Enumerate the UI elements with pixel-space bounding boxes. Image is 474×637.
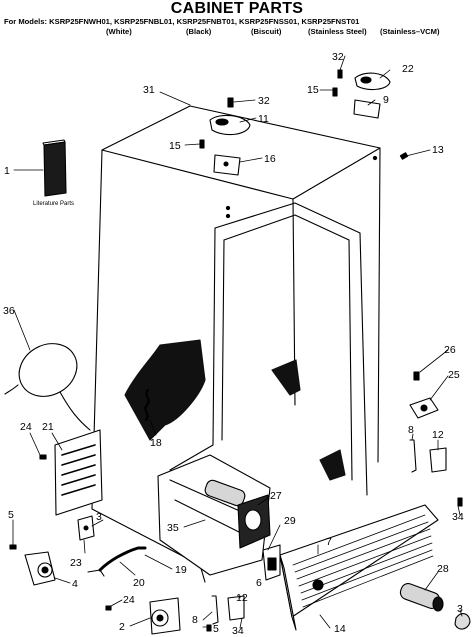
callout-27: 27 (270, 490, 282, 502)
callout-9: 9 (383, 94, 389, 106)
callout-32-mid: 32 (258, 95, 270, 107)
part-25-roller-bracket (409, 397, 439, 419)
callout-3-right: 3 (457, 603, 463, 615)
callout-14: 14 (334, 623, 346, 635)
callout-15-top: 15 (307, 84, 319, 96)
callout-22: 22 (402, 63, 414, 75)
callout-11: 11 (258, 113, 269, 125)
cabinet-shell (91, 105, 381, 583)
callout-3-left: 3 (96, 511, 102, 523)
callout-18: 18 (150, 437, 162, 449)
callout-31: 31 (143, 84, 155, 96)
callout-13: 13 (432, 144, 444, 156)
part-23-bracket (77, 515, 95, 541)
part-18-drain-tube (144, 388, 150, 422)
callout-23: 23 (70, 557, 82, 569)
callout-21: 21 (42, 421, 54, 433)
part-4-roller-left (24, 551, 56, 586)
callout-5-bottom: 5 (213, 623, 219, 635)
leader-lines (12, 55, 463, 629)
variant-black: (Black) (186, 27, 212, 36)
callout-34-right: 34 (452, 511, 464, 523)
callout-29: 29 (284, 515, 296, 527)
part-2-roller-front (149, 597, 181, 635)
part-9-hinge-bracket (353, 99, 381, 119)
callout-5-left: 5 (8, 509, 14, 521)
callout-labels: 32 22 15 9 31 32 11 13 1 15 16 36 26 25 … (3, 51, 464, 637)
part-21-rear-cover (54, 429, 103, 516)
callout-7: 7 (326, 536, 332, 548)
callout-24-bottom: 24 (123, 594, 135, 606)
page-title: CABINET PARTS (170, 0, 304, 17)
callout-12-bottom: 12 (236, 592, 248, 604)
callout-15-mid: 15 (169, 140, 181, 152)
callout-6: 6 (256, 577, 262, 589)
callout-20: 20 (133, 577, 145, 589)
callout-28: 28 (437, 563, 449, 575)
callout-25: 25 (448, 369, 460, 381)
variant-stainless-steel: (Stainless Steel) (308, 27, 367, 36)
callout-8-bottom: 8 (192, 614, 198, 626)
callout-24-left: 24 (20, 421, 32, 433)
part-29-bracket (262, 544, 281, 581)
callout-1: 1 (4, 165, 10, 177)
callout-4: 4 (72, 578, 78, 590)
part-11-hinge-cover (209, 114, 251, 136)
callout-36: 36 (3, 305, 15, 317)
callout-8-right: 8 (408, 424, 414, 436)
callout-16: 16 (264, 153, 276, 165)
part-36-power-cord (4, 343, 91, 431)
callout-32-top: 32 (332, 51, 344, 63)
callout-12-right: 12 (432, 429, 444, 441)
models-line: For Models: KSRP25FNWH01, KSRP25FNBL01, … (4, 17, 360, 26)
callout-34-bottom: 34 (232, 625, 244, 637)
callout-26: 26 (444, 344, 456, 356)
part-1-literature (42, 139, 67, 197)
callout-35: 35 (167, 522, 179, 534)
part-8-12-brackets-bottom (211, 595, 245, 625)
variant-biscuit: (Biscuit) (251, 27, 282, 36)
part-35-condenser (157, 454, 271, 576)
callout-19: 19 (175, 564, 187, 576)
literature-parts-label: Literature Parts (33, 201, 74, 207)
variant-stainless-vcm: (Stainless–VCM) (380, 27, 440, 36)
part-19-drain-tube (87, 546, 147, 577)
callout-2: 2 (119, 621, 125, 633)
part-3-cap (454, 613, 471, 630)
part-16-hinge-bracket (213, 154, 241, 176)
part-14-grille (279, 504, 439, 631)
part-28-tube (399, 583, 444, 612)
part-8-12-brackets-right (409, 439, 447, 473)
part-22-hinge-cover (354, 72, 391, 91)
variant-white: (White) (106, 27, 132, 36)
